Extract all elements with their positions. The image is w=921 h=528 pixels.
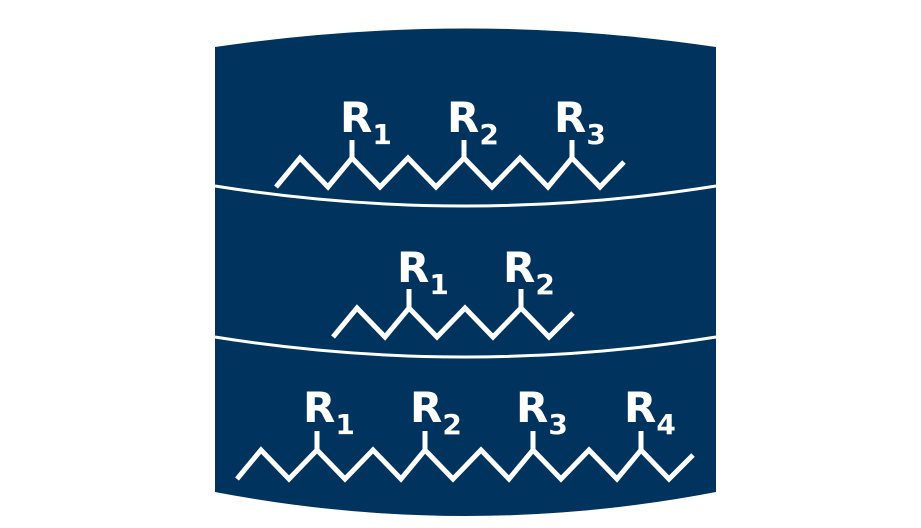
layer-middle: R1 R2 xyxy=(331,243,575,341)
substituent-label: R3 xyxy=(516,383,568,441)
polymer-chain xyxy=(235,446,695,483)
layer-divider-2 xyxy=(214,335,717,359)
substituent-label: R1 xyxy=(397,243,449,301)
polymer-chain xyxy=(331,304,575,341)
layer-divider-1 xyxy=(214,184,717,208)
substituent-label: R2 xyxy=(447,93,499,151)
substituent-label: R4 xyxy=(624,383,676,441)
substituent-label: R2 xyxy=(410,383,462,441)
layer-bottom: R1 R2 R3 R4 xyxy=(235,383,695,483)
polymer-chain xyxy=(274,154,626,191)
substituent-label: R1 xyxy=(303,383,355,441)
barrel-body xyxy=(215,28,716,516)
substituent-label: R2 xyxy=(503,243,555,301)
substituent-label: R1 xyxy=(340,93,392,151)
layer-top: R1 R2 R3 xyxy=(274,93,626,191)
substituent-label: R3 xyxy=(554,93,606,151)
